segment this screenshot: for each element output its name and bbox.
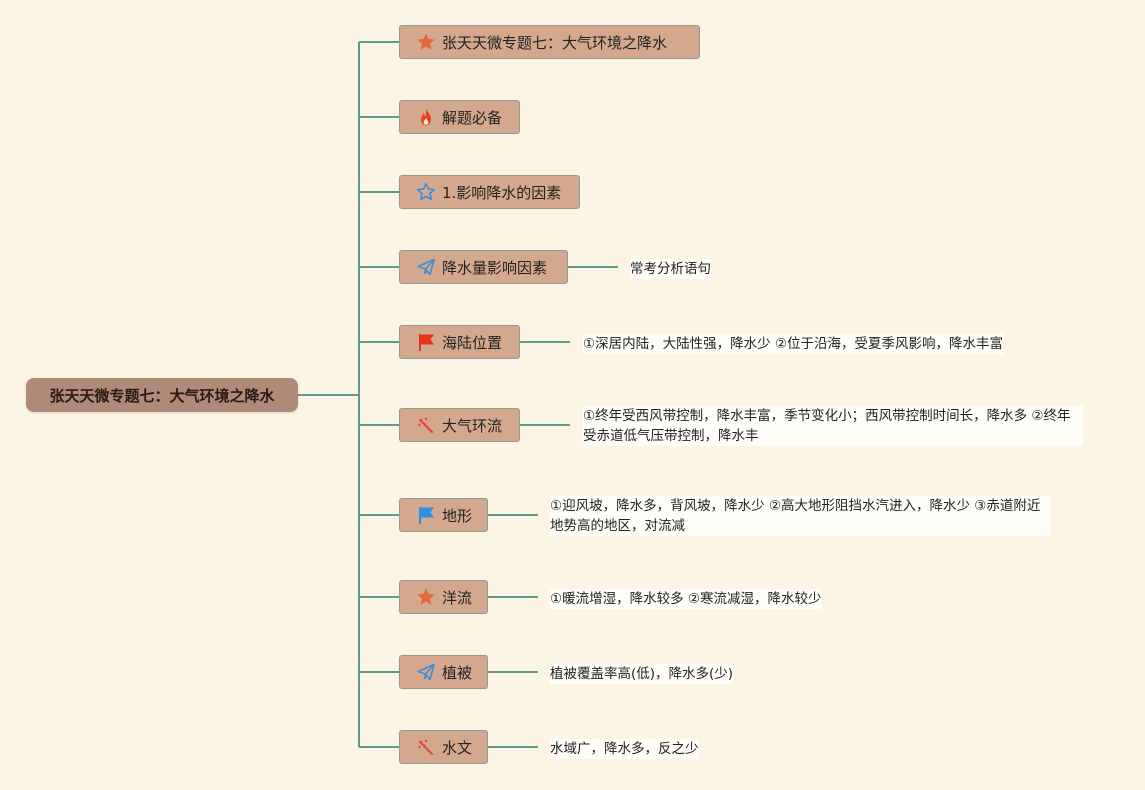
star-icon <box>416 587 436 607</box>
branch-label: 水文 <box>442 738 473 757</box>
leaf-node-land-sea-detail[interactable]: ①深居内陆，大陆性强，降水少 ②位于沿海，受夏季风影响，降水丰富 <box>583 334 1003 354</box>
branch-label: 解题必备 <box>442 108 503 127</box>
leaf-node-hydrology-detail[interactable]: 水域广，降水多，反之少 <box>550 739 699 759</box>
branch-node-terrain[interactable]: 地形 <box>399 498 488 532</box>
branch-label: 张天天微专题七：大气环境之降水 <box>442 33 668 52</box>
branch-label: 降水量影响因素 <box>442 258 548 277</box>
branch-node-ocean-currents[interactable]: 洋流 <box>399 580 488 614</box>
branch-node-circulation[interactable]: 大气环流 <box>399 408 520 442</box>
paper-plane-icon <box>416 662 436 682</box>
branch-label: 地形 <box>442 506 473 525</box>
branch-node-land-sea[interactable]: 海陆位置 <box>399 325 520 359</box>
star-icon <box>416 32 436 52</box>
leaf-node-circulation-detail[interactable]: ①终年受西风带控制，降水丰富，季节变化小；西风带控制时间长，降水多 ②终年受赤道… <box>583 406 1083 446</box>
root-node-label: 张天天微专题七：大气环境之降水 <box>49 386 275 405</box>
star-outline-icon <box>416 182 436 202</box>
paper-plane-icon <box>416 257 436 277</box>
leaf-node-common-phrases[interactable]: 常考分析语句 <box>630 259 711 279</box>
branch-label: 海陆位置 <box>442 333 503 352</box>
branch-label: 洋流 <box>442 588 473 607</box>
leaf-node-ocean-detail[interactable]: ①暖流增湿，降水较多 ②寒流减湿，降水较少 <box>550 589 822 609</box>
branch-node-precip-factors[interactable]: 降水量影响因素 <box>399 250 568 284</box>
sparkle-wand-icon <box>416 737 436 757</box>
branch-node-vegetation[interactable]: 植被 <box>399 655 488 689</box>
branch-label: 植被 <box>442 663 473 682</box>
branch-node-factors[interactable]: 1.影响降水的因素 <box>399 175 580 209</box>
branch-node-title[interactable]: 张天天微专题七：大气环境之降水 <box>399 25 700 59</box>
sparkle-wand-icon <box>416 415 436 435</box>
branch-node-prerequisites[interactable]: 解题必备 <box>399 100 520 134</box>
flag-icon <box>416 332 436 352</box>
leaf-node-vegetation-detail[interactable]: 植被覆盖率高(低)，降水多(少) <box>550 664 734 684</box>
branch-label: 1.影响降水的因素 <box>442 183 562 202</box>
branch-label: 大气环流 <box>442 416 503 435</box>
root-node[interactable]: 张天天微专题七：大气环境之降水 <box>26 378 298 412</box>
fire-icon <box>416 107 436 127</box>
flag-icon <box>416 505 436 525</box>
leaf-node-terrain-detail[interactable]: ①迎风坡，降水多，背风坡，降水少 ②高大地形阻挡水汽进入，降水少 ③赤道附近地势… <box>550 496 1050 536</box>
branch-node-hydrology[interactable]: 水文 <box>399 730 488 764</box>
